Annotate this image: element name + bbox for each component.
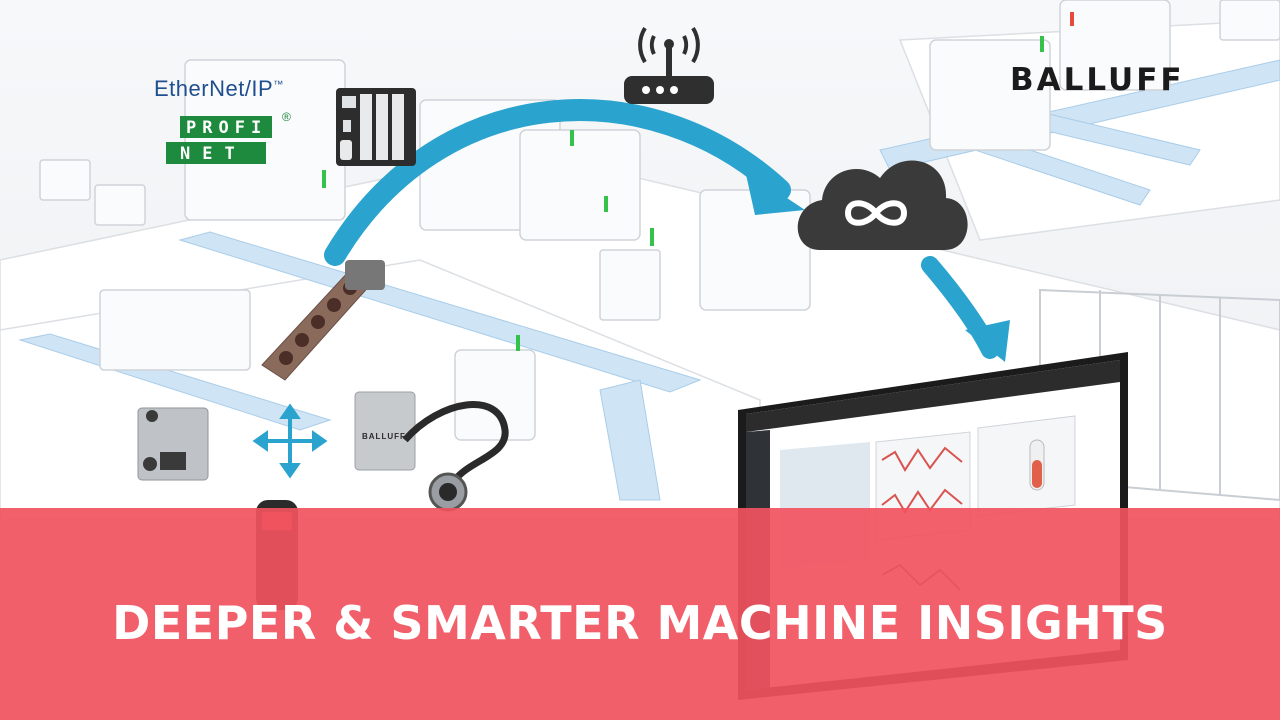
move-arrows-icon (252, 403, 328, 479)
headline-banner (0, 508, 1280, 720)
sensor-box-left (137, 407, 209, 481)
profinet-line1: PROFI (186, 118, 268, 138)
brand-logo: BALLUFF (1010, 62, 1185, 98)
status-lights (322, 12, 1074, 351)
ethernet-ip-mark: ™ (273, 79, 284, 91)
arrow-head-dashboard (965, 320, 1010, 362)
headline-text: DEEPER & SMARTER MACHINE INSIGHTS (112, 596, 1168, 650)
sensor-brand-label: BALLUFF (362, 432, 406, 441)
inductive-sensor (354, 391, 509, 512)
profinet-logo (166, 116, 272, 164)
wifi-router-icon (624, 26, 714, 104)
ethernet-ip-logo: EtherNet/IP™ (154, 76, 284, 102)
profinet-mark: ® (282, 110, 291, 124)
ethernet-ip-text: EtherNet/IP (154, 76, 274, 101)
io-link-master (261, 260, 385, 381)
data-flow-arrow-to-cloud (324, 99, 791, 266)
machines (39, 0, 1280, 441)
profinet-line2: NET (180, 144, 247, 164)
arrow-head-cloud (745, 170, 805, 215)
cloud-icon (797, 160, 968, 250)
plc-controller (336, 88, 416, 166)
